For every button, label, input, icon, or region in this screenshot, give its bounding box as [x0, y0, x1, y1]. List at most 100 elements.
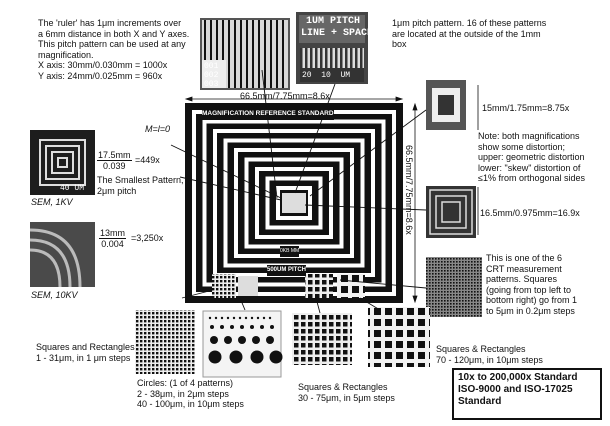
- m-label: M=l=0: [145, 124, 171, 134]
- squares-mid-line: Squares & Rectangles: [298, 382, 388, 392]
- ruler-note-line: This pitch pattern can be used at any: [38, 39, 186, 49]
- ruler-label: 001: [204, 62, 219, 71]
- sem-10kv-photo: [29, 222, 95, 288]
- test-circle: [229, 350, 243, 364]
- squares-left-line: Squares and Rectangles: [36, 342, 135, 352]
- test-circle: [208, 350, 222, 364]
- circles-line: 2 - 38μm, in 2μm steps: [137, 388, 229, 399]
- distortion-note-line: lower: "skew" distortion of: [478, 162, 581, 173]
- ruler-photo-labels: 001 002 003: [204, 62, 218, 89]
- test-circle: [250, 316, 254, 320]
- test-circle: [214, 316, 218, 320]
- side-dimension: 66.5mm/7.75mm=8.6x: [404, 145, 414, 235]
- right-ratio-lower: 16.5mm/0.975mm=16.9x: [480, 208, 580, 218]
- test-circle: [266, 336, 274, 344]
- distortion-note-line: Note: both magnifications: [478, 131, 580, 141]
- squares-large-photo: [368, 307, 430, 367]
- sem2-result: =3,250x: [131, 233, 164, 243]
- test-circle: [256, 316, 260, 320]
- pitch-photo: [296, 12, 368, 84]
- target-ring: [265, 176, 323, 230]
- pitch-scale-20: 20: [302, 71, 312, 80]
- distortion-note-line: ≤1% from orthogonal sides: [478, 173, 585, 183]
- distortion-photo-upper: [426, 80, 466, 130]
- pitch-note: 1μm pitch pattern. 16 of these patterns …: [392, 18, 546, 50]
- sem1-ratio-den: 0.039: [102, 161, 126, 171]
- test-circle: [268, 316, 272, 320]
- squares-right-line: 70 - 120μm, in 10μm steps: [436, 354, 543, 365]
- sem2-ratio-num: 13mm: [99, 228, 127, 239]
- top-dimension: 66.5mm/7.75mm=8.6x: [240, 91, 330, 101]
- circles-line: Circles: (1 of 4 patterns): [137, 378, 234, 388]
- crt-note-line: CRT measurement: [486, 263, 562, 274]
- pitch-scale-10: 10: [321, 71, 331, 80]
- test-circle: [250, 350, 264, 364]
- test-circle: [226, 316, 230, 320]
- test-circle: [250, 325, 254, 329]
- smallest-pattern-line: The Smallest Pattern,: [97, 175, 184, 185]
- smallest-pattern-line: 2μm pitch: [97, 185, 137, 196]
- crt-pattern-photo: [426, 257, 482, 317]
- squares-left-line: 1 - 31μm, in 1 μm steps: [36, 352, 131, 363]
- ruler-note-line: a 6mm distance in both X and Y axes.: [38, 28, 190, 39]
- distortion-photo-lower: [426, 186, 476, 238]
- crt-note-line: patterns. Squares: [486, 274, 558, 284]
- test-circle: [238, 316, 242, 320]
- test-circle: [244, 316, 248, 320]
- test-circle: [270, 325, 274, 329]
- ruler-note-line: Y axis: 24mm/0.025mm = 960x: [38, 70, 163, 81]
- squares-small-photo: [135, 310, 195, 374]
- circles-caption: Circles: (1 of 4 patterns) 2 - 38μm, in …: [137, 378, 244, 410]
- test-circle: [269, 350, 283, 364]
- test-circle: [210, 336, 218, 344]
- distortion-note-line: show some distortion;: [478, 141, 566, 152]
- smallest-pattern: The Smallest Pattern, 2μm pitch: [97, 175, 184, 196]
- squares-right-line: Squares & Rectangles: [436, 344, 526, 354]
- squares-right-caption: Squares & Rectangles 70 - 120μm, in 10μm…: [436, 344, 543, 365]
- test-circle: [220, 316, 224, 320]
- distortion-note: Note: both magnifications show some dist…: [478, 131, 585, 184]
- circles-line: 40 - 100μm, in 10μm steps: [137, 399, 244, 409]
- squares-left-caption: Squares and Rectangles 1 - 31μm, in 1 μm…: [36, 342, 135, 363]
- target-ring: [276, 186, 312, 220]
- ruler-note-line: X axis: 30mm/0.030mm = 1000x: [38, 60, 168, 70]
- test-circle: [240, 325, 244, 329]
- test-circle: [260, 325, 264, 329]
- sem1-result: =449x: [135, 155, 160, 165]
- sem2-ratio-den: 0.004: [101, 239, 124, 249]
- test-circle: [224, 336, 232, 344]
- test-circle: [262, 316, 266, 320]
- pitch-photo-subtitle: LINE + SPACE: [301, 28, 374, 39]
- test-circle: [220, 325, 224, 329]
- sem1-label: SEM, 1KV: [31, 197, 73, 207]
- crt-note-line: (going from top left to: [486, 284, 572, 295]
- pitch-note-line: 1μm pitch pattern. 16 of these patterns: [392, 18, 547, 28]
- test-circle: [230, 325, 234, 329]
- target-ring: [255, 167, 333, 239]
- crt-note-line: bottom right) go from 1: [486, 295, 578, 305]
- right-ratio-upper: 15mm/1.75mm=8.75x: [482, 103, 570, 113]
- ruler-label: 002: [204, 71, 219, 80]
- test-circle: [252, 336, 260, 344]
- test-circle: [208, 316, 212, 320]
- crt-note: This is one of the 6 CRT measurement pat…: [486, 253, 577, 316]
- ruler-label: 003: [204, 80, 219, 89]
- crt-note-line: to 5μm in 0.2μm steps: [486, 305, 575, 316]
- connector-lines: [170, 69, 427, 314]
- mm-label: 0KB MM: [280, 246, 300, 257]
- sem1-photo-text: 40 UM: [60, 184, 85, 193]
- pitch-photo-label: 1UM PITCH LINE + SPACE: [301, 16, 374, 40]
- standard-box: 10x to 200,000x Standard ISO-9000 and IS…: [452, 368, 602, 420]
- pitch-photo-scale: 20 10 UM: [302, 71, 350, 82]
- sem1-ratio: 17.5mm 0.039: [97, 150, 132, 171]
- pitch-note-line: are located at the outside of the 1mm: [392, 28, 541, 39]
- standard-box-line: Standard: [458, 396, 502, 407]
- ruler-note: The 'ruler' has 1μm increments over a 6m…: [38, 18, 189, 81]
- sem2-ratio: 13mm 0.004: [99, 228, 127, 249]
- standard-box-line: 10x to 200,000x Standard: [458, 372, 578, 383]
- pitch-banner: 500UM PITCH: [267, 265, 307, 276]
- ruler-note-line: magnification.: [38, 49, 94, 60]
- squares-mid-line: 30 - 75μm, in 5μm steps: [298, 392, 395, 403]
- squares-mid-photo: [292, 313, 352, 365]
